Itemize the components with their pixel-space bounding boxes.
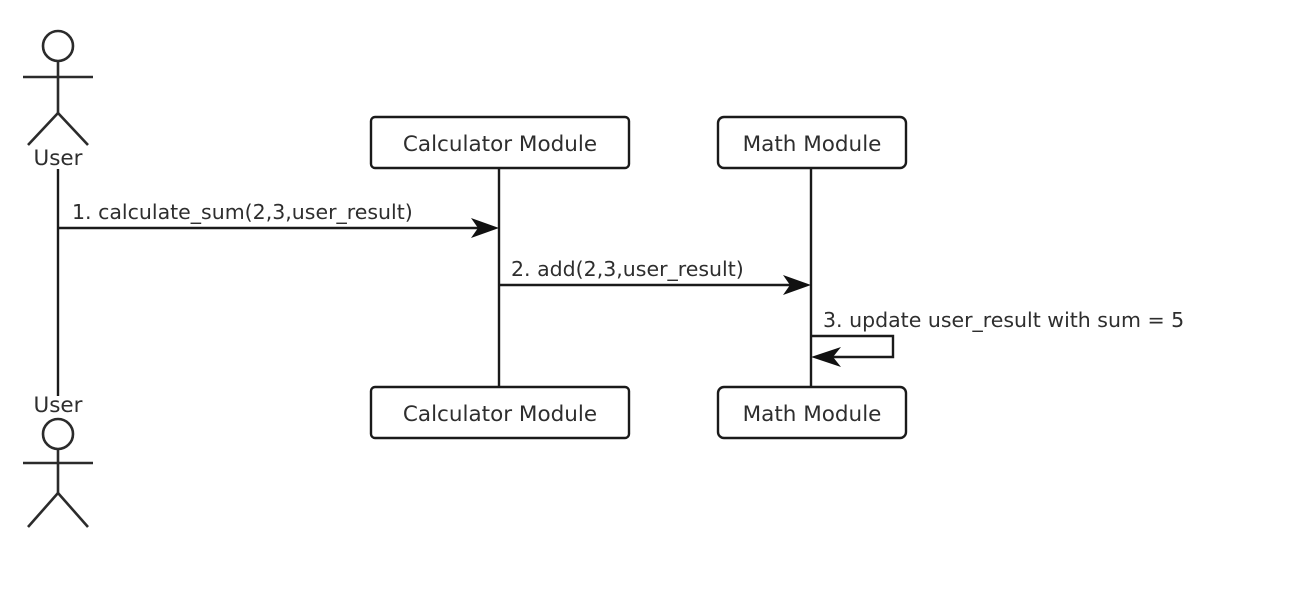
participant-label-calculator-top: Calculator Module	[403, 132, 597, 157]
message-1-label: 1. calculate_sum(2,3,user_result)	[72, 200, 413, 225]
actor-user-top[interactable]: User	[23, 29, 93, 171]
participant-box-calculator-top[interactable]: Calculator Module	[369, 115, 631, 170]
participant-box-calculator-bottom[interactable]: Calculator Module	[369, 385, 631, 440]
message-2-arrowhead-icon	[783, 275, 811, 295]
actor-leg-right	[57, 492, 89, 528]
message-3-loop-line	[811, 334, 895, 359]
participant-box-math-top[interactable]: Math Module	[716, 115, 908, 170]
message-3-self-call[interactable]: 3. update user_result with sum = 5	[811, 308, 1184, 367]
actor-label-user-bottom: User	[33, 393, 82, 418]
message-2[interactable]: 2. add(2,3,user_result)	[499, 257, 811, 295]
box-outline	[369, 115, 631, 170]
message-3-arrowhead-icon	[811, 347, 841, 367]
message-1[interactable]: 1. calculate_sum(2,3,user_result)	[58, 200, 499, 238]
participant-box-math-bottom[interactable]: Math Module	[716, 385, 908, 440]
actor-leg-left	[27, 492, 59, 528]
actor-label-user-top: User	[33, 146, 82, 171]
actor-head-icon	[41, 29, 75, 63]
box-outline	[369, 385, 631, 440]
actor-head-icon	[41, 417, 75, 451]
participant-label-math-bottom: Math Module	[743, 402, 882, 427]
actor-user-bottom[interactable]: User	[23, 393, 93, 528]
message-3-label: 3. update user_result with sum = 5	[823, 308, 1184, 333]
participant-label-calculator-bottom: Calculator Module	[403, 402, 597, 427]
actor-leg-left	[27, 112, 59, 146]
box-outline	[716, 115, 908, 170]
message-2-label: 2. add(2,3,user_result)	[511, 257, 744, 282]
actor-leg-right	[57, 112, 89, 146]
participant-label-math-top: Math Module	[743, 132, 882, 157]
message-1-arrowhead-icon	[471, 218, 499, 238]
box-outline	[716, 385, 908, 440]
